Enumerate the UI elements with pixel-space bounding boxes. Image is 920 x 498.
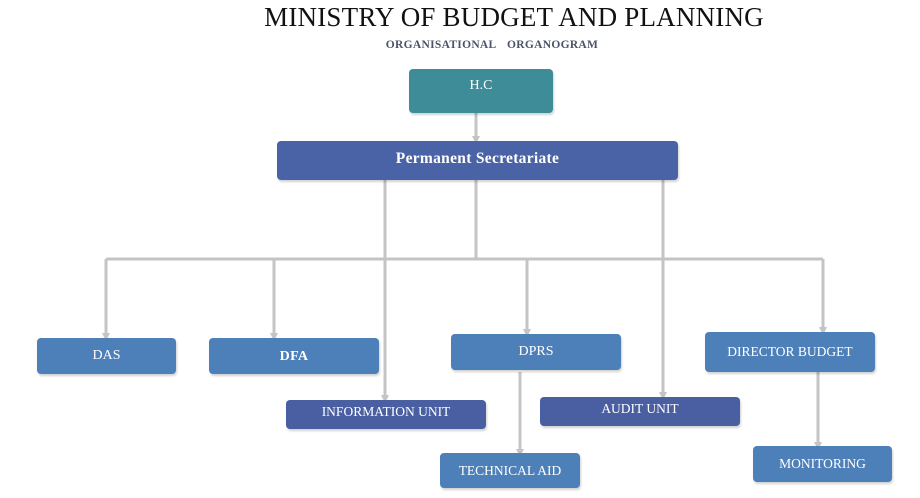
- node-dfa: DFA: [209, 338, 379, 374]
- node-monitoring: MONITORING: [753, 446, 892, 482]
- page-subtitle: ORGANISATIONAL ORGANOGRAM: [385, 39, 599, 51]
- node-permanent-secretariate: Permanent Secretariate: [277, 141, 678, 180]
- node-das: DAS: [37, 338, 176, 374]
- node-information-unit: INFORMATION UNIT: [286, 400, 486, 429]
- node-audit-unit: AUDIT UNIT: [540, 397, 740, 426]
- page-title: MINISTRY OF BUDGET AND PLANNING: [264, 2, 764, 32]
- node-technical-aid: TECHNICAL AID: [440, 453, 580, 488]
- node-dprs: DPRS: [451, 334, 621, 370]
- node-hc: H.C: [409, 69, 553, 113]
- node-director-budget: DIRECTOR BUDGET: [705, 332, 875, 372]
